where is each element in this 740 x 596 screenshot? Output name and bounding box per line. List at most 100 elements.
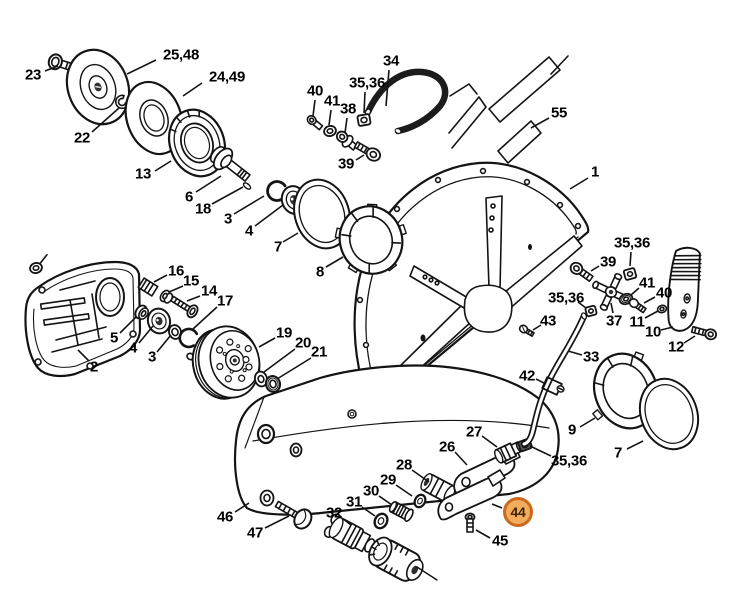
part-snap-ring-3[interactable] (266, 180, 285, 202)
part-label-6[interactable]: 6 (184, 188, 194, 206)
part-bolt-39-top[interactable] (353, 139, 382, 163)
part-nipple-30[interactable] (388, 500, 415, 523)
part-label-32[interactable]: 32 (325, 504, 343, 522)
part-label-4[interactable]: 4 (244, 222, 254, 240)
part-bolt-47[interactable] (272, 495, 315, 531)
part-label-29[interactable]: 29 (379, 471, 397, 489)
part-label-34[interactable]: 34 (382, 52, 400, 70)
part-snap-ring-17[interactable] (178, 327, 198, 348)
part-gasket-7-right[interactable] (630, 371, 707, 458)
part-label-11[interactable]: 11 (629, 313, 645, 331)
part-label-39[interactable]: 39 (599, 253, 617, 271)
part-bearing-4-left[interactable] (145, 306, 173, 336)
part-label-30[interactable]: 30 (362, 482, 380, 500)
part-label-28[interactable]: 28 (395, 456, 413, 474)
part-label-15[interactable]: 15 (182, 272, 200, 290)
part-label-9[interactable]: 9 (567, 421, 577, 439)
part-label-26[interactable]: 26 (438, 438, 456, 456)
part-label-35-36[interactable]: 35,36 (613, 234, 651, 252)
part-washer-3-left[interactable] (167, 324, 182, 341)
part-screw-43[interactable] (518, 324, 534, 338)
part-label-38[interactable]: 38 (339, 100, 357, 118)
part-screw-40-top[interactable] (306, 114, 324, 131)
part-nut-11[interactable] (657, 304, 668, 313)
part-key-18[interactable] (242, 182, 251, 191)
part-label-46[interactable]: 46 (216, 508, 234, 526)
part-label-19[interactable]: 19 (275, 324, 293, 342)
part-label-8[interactable]: 8 (315, 263, 325, 281)
part-nut-35-36-midright[interactable] (585, 305, 597, 316)
part-clamp-44[interactable] (438, 470, 505, 520)
part-washer-15[interactable] (158, 289, 174, 305)
part-bolt-23[interactable] (47, 53, 79, 76)
part-label-31[interactable]: 31 (345, 493, 363, 511)
part-label-5[interactable]: 5 (109, 329, 119, 347)
part-label-37[interactable]: 37 (605, 312, 623, 330)
part-label-12[interactable]: 12 (667, 338, 685, 356)
part-sticker-strip[interactable] (449, 56, 568, 148)
part-label-43[interactable]: 43 (539, 312, 557, 330)
part-hose-33[interactable] (524, 312, 587, 444)
part-oring-29[interactable] (413, 493, 428, 509)
part-washer-24-49[interactable] (116, 74, 192, 162)
part-label-45[interactable]: 45 (491, 532, 509, 550)
part-nut-21[interactable] (264, 374, 282, 393)
part-label-24-49[interactable]: 24,49 (208, 68, 246, 86)
part-housing-2[interactable] (26, 262, 141, 376)
part-washer-20[interactable] (253, 370, 268, 388)
part-label-2[interactable]: 2 (89, 358, 99, 376)
part-sticker-55[interactable] (498, 121, 541, 163)
part-label-7[interactable]: 7 (613, 444, 623, 462)
part-label-39[interactable]: 39 (337, 155, 355, 173)
part-label-44-selected[interactable]: 44 (503, 497, 533, 527)
part-label-40[interactable]: 40 (655, 284, 673, 302)
part-label-55[interactable]: 55 (550, 104, 568, 122)
part-label-41[interactable]: 41 (323, 92, 341, 110)
part-grip-10[interactable] (665, 246, 704, 332)
part-nut-housing[interactable] (28, 255, 51, 275)
part-label-23[interactable]: 23 (24, 66, 42, 84)
part-label-47[interactable]: 47 (246, 524, 264, 542)
part-label-35-36[interactable]: 35,36 (348, 74, 386, 92)
part-label-27[interactable]: 27 (465, 423, 483, 441)
part-bolt-39-right[interactable] (568, 260, 594, 283)
part-nut-41-top[interactable] (323, 125, 337, 138)
part-label-21[interactable]: 21 (310, 343, 328, 361)
part-label-22[interactable]: 22 (73, 129, 91, 147)
part-label-17[interactable]: 17 (216, 292, 234, 310)
part-label-10[interactable]: 10 (644, 323, 662, 341)
part-ring-8[interactable] (329, 196, 416, 284)
part-label-4[interactable]: 4 (128, 339, 138, 357)
part-screw-45[interactable] (466, 514, 475, 533)
part-pulley-19[interactable] (185, 319, 267, 406)
part-label-35-36[interactable]: 35,36 (550, 452, 588, 470)
part-nut-35-36-topright[interactable] (623, 268, 636, 281)
part-label-1[interactable]: 1 (590, 163, 600, 181)
part-nut-35-36-top[interactable] (357, 114, 371, 126)
part-label-35-36[interactable]: 35,36 (547, 289, 585, 307)
part-shaft-6[interactable] (206, 142, 255, 187)
part-washer-25-48[interactable] (57, 41, 139, 133)
part-bolt-14[interactable] (169, 293, 200, 319)
part-label-41[interactable]: 41 (638, 274, 656, 292)
part-oring-31[interactable] (372, 512, 390, 531)
part-label-7[interactable]: 7 (273, 238, 283, 256)
part-label-25-48[interactable]: 25,48 (162, 46, 200, 64)
part-label-33[interactable]: 33 (582, 348, 600, 366)
part-label-20[interactable]: 20 (294, 334, 312, 352)
part-label-3[interactable]: 3 (223, 210, 233, 228)
part-spring-16[interactable] (138, 278, 157, 296)
part-label-18[interactable]: 18 (194, 200, 212, 218)
part-bolt-40-right[interactable] (628, 297, 647, 314)
part-bolt-12[interactable] (691, 325, 717, 341)
part-label-16[interactable]: 16 (167, 262, 185, 280)
part-label-42[interactable]: 42 (518, 367, 536, 385)
part-connector-32[interactable] (323, 513, 379, 559)
part-label-40[interactable]: 40 (306, 82, 324, 100)
part-knurled-cap[interactable] (364, 534, 428, 587)
part-label-13[interactable]: 13 (134, 165, 152, 183)
part-cup-washer-5[interactable] (133, 303, 151, 321)
part-label-14[interactable]: 14 (200, 282, 218, 300)
part-label-3[interactable]: 3 (147, 348, 157, 366)
